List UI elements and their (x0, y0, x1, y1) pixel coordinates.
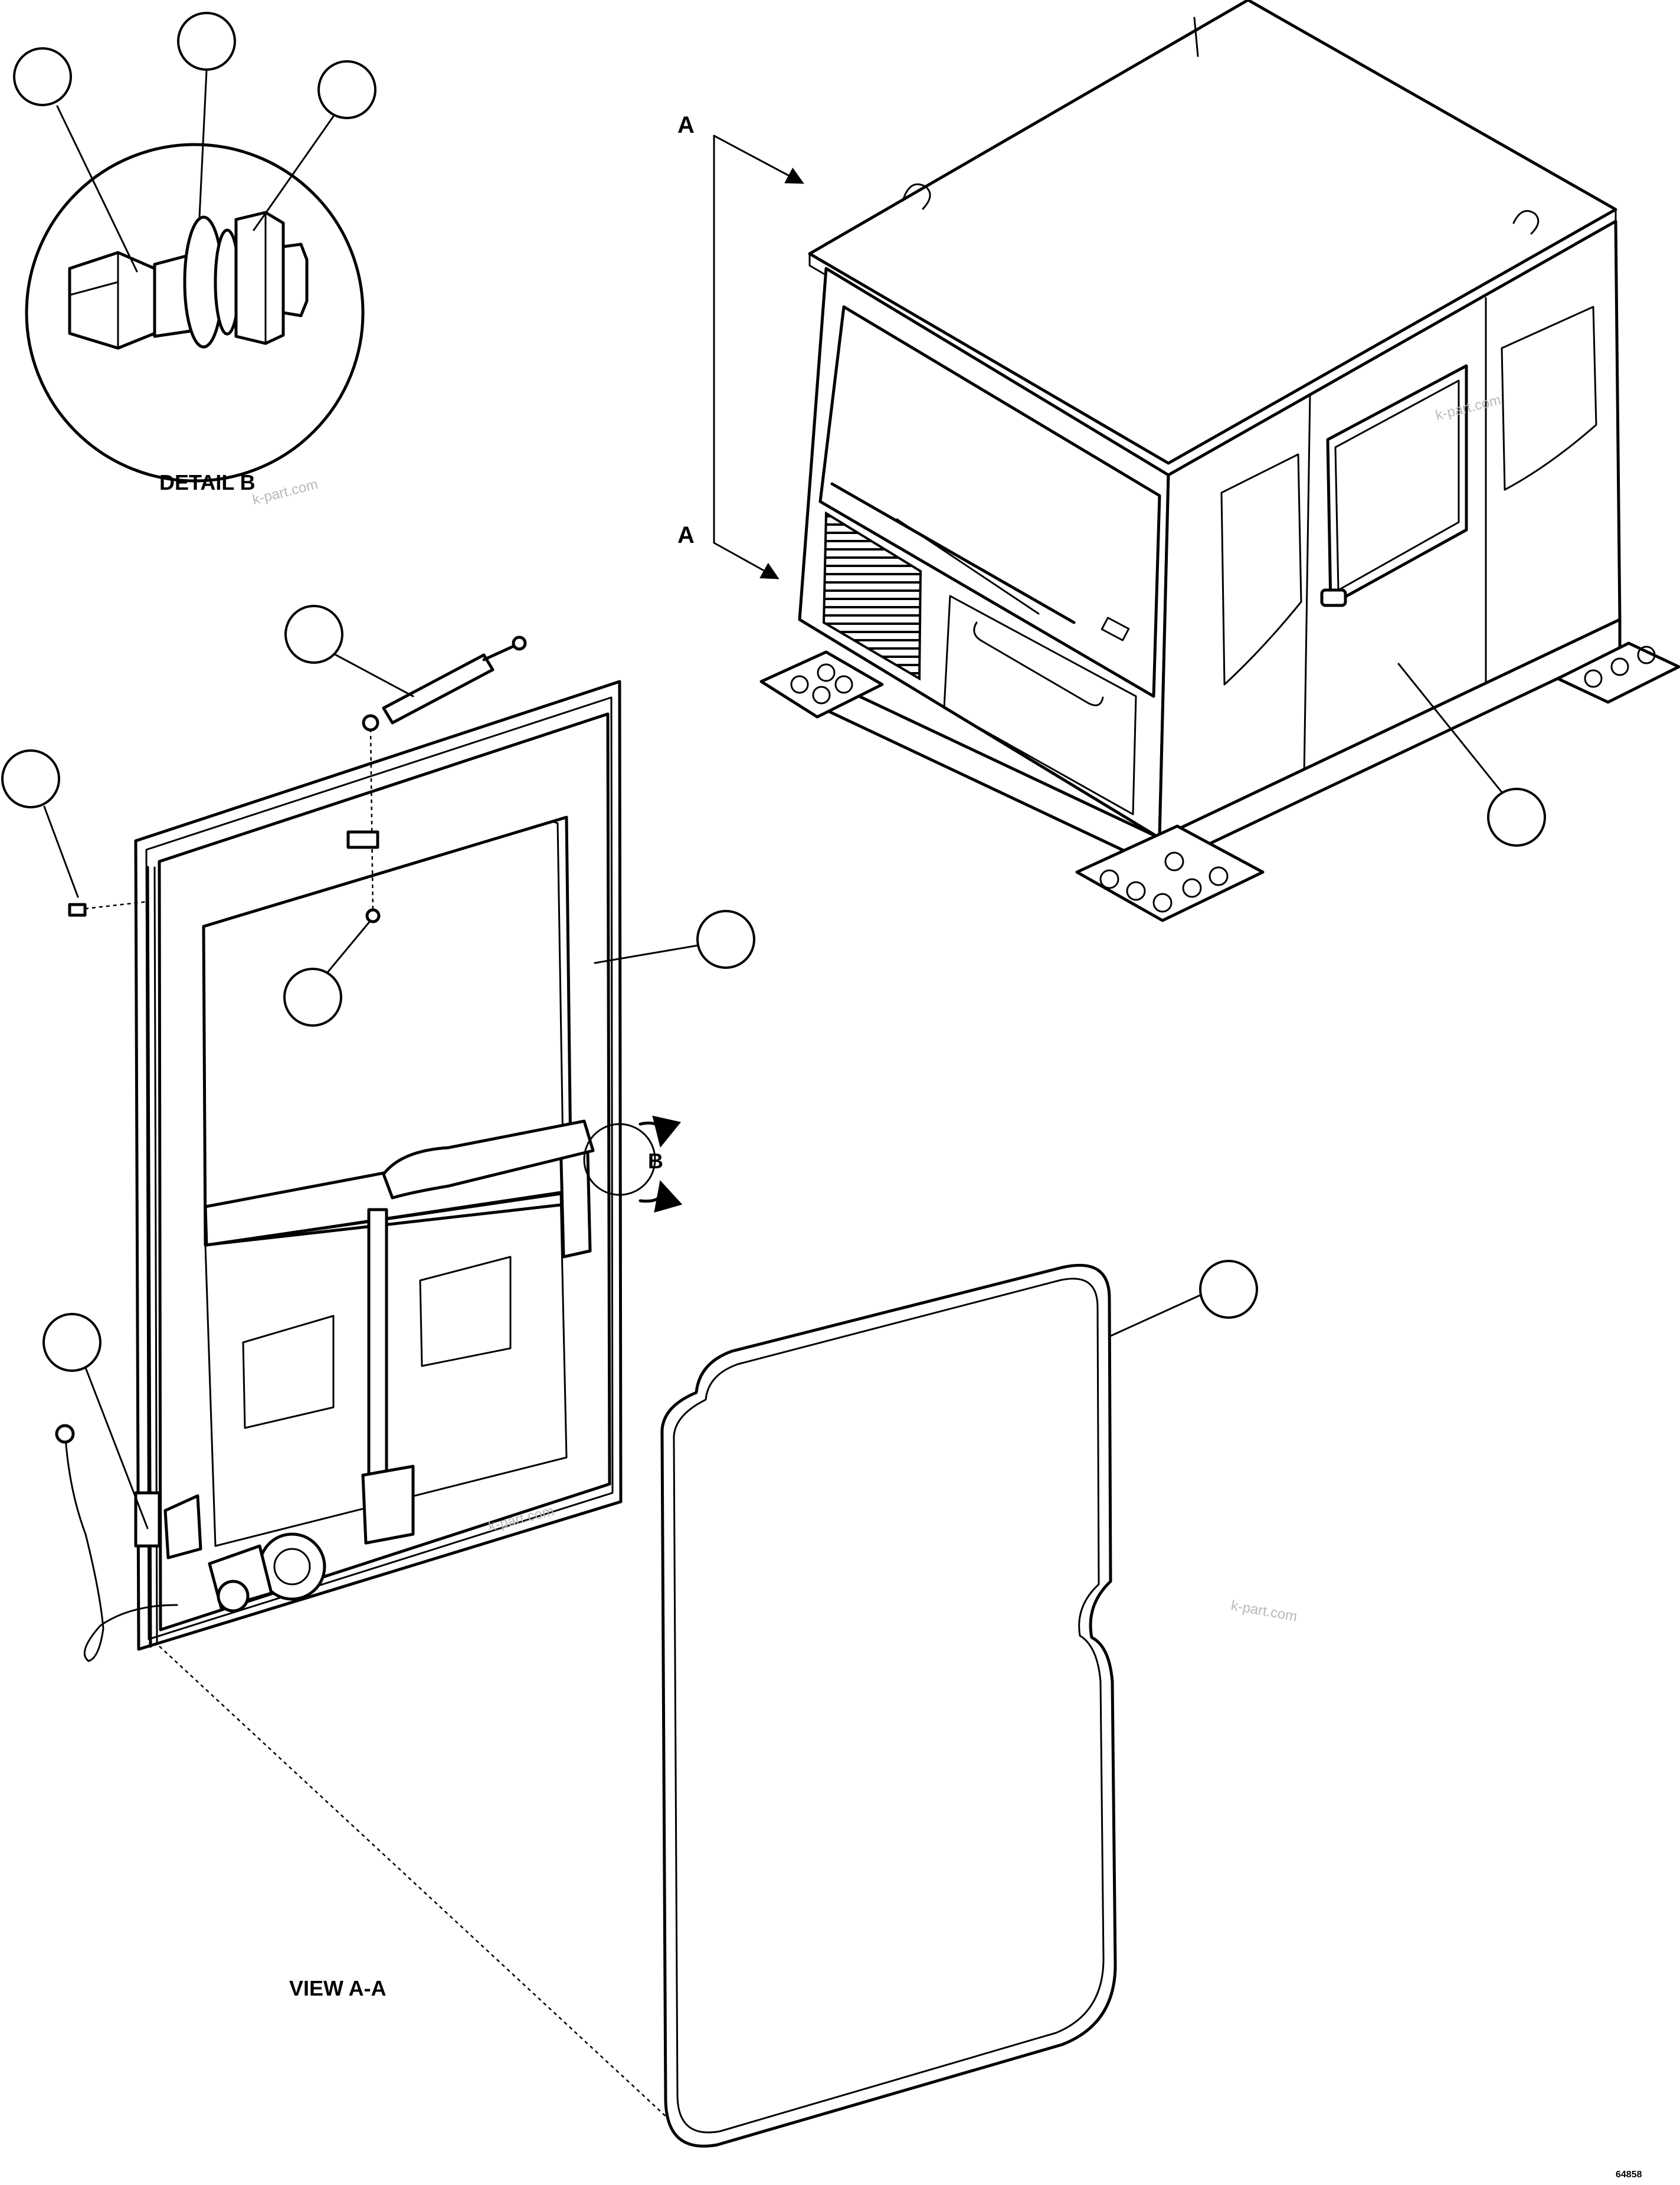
detail-b-circle (25, 143, 365, 483)
leader-bolt (56, 105, 138, 273)
item-balloon (1, 749, 60, 808)
leader-hinge (81, 1359, 149, 1529)
side-window-rear (1501, 306, 1597, 491)
watermark: k-part.com (1230, 1597, 1298, 1624)
inspection-plate (242, 1315, 335, 1429)
door-handle (1320, 588, 1347, 607)
leader-seal (1108, 1291, 1208, 1338)
door-lower-panel (204, 1191, 568, 1547)
seal-inner (673, 1277, 1105, 2134)
item-balloon (177, 12, 236, 71)
item-balloon (284, 605, 343, 664)
detail-b-callout-circle (583, 1123, 656, 1196)
hex-nut (234, 211, 285, 345)
door-handle-lever (382, 1119, 595, 1200)
item-balloon (696, 910, 755, 969)
front-lower-panel (943, 595, 1137, 815)
door-window (1326, 364, 1468, 607)
item-balloon (13, 47, 72, 106)
mounting-pad (759, 650, 884, 719)
leader-pin (320, 919, 372, 981)
mounting-pad (1556, 641, 1680, 704)
window-motor (208, 1532, 326, 1613)
bolt-head (68, 251, 156, 350)
drawing-number: 64858 (1616, 2170, 1642, 2180)
screw (68, 903, 87, 917)
ring-terminal (55, 1424, 75, 1444)
seal-outer (660, 1263, 1117, 2148)
leader-gas-spring (329, 651, 414, 697)
mounting-pad (1075, 824, 1265, 922)
leader-washer (198, 70, 208, 218)
door-jamb (1303, 394, 1311, 777)
bolt-thread-end (281, 243, 309, 317)
leader-cab-door (1397, 663, 1509, 801)
regulator-bracket (361, 1465, 415, 1545)
window-lift-rail (367, 1208, 388, 1495)
ground-strap (64, 1427, 178, 1662)
cab-assembly: A A (677, 0, 1680, 922)
detail-b-label: DETAIL B (159, 470, 256, 494)
leader-screw (43, 805, 79, 898)
watermark: k-part.com (251, 476, 320, 508)
view-aa-label: VIEW A-A (289, 1976, 387, 2000)
front-grille (822, 511, 922, 681)
item-balloon (283, 968, 342, 1027)
item-balloon (1199, 1260, 1258, 1319)
item-balloon (1487, 788, 1546, 847)
section-arrow (713, 542, 780, 579)
cab-windshield (818, 305, 1161, 698)
door-hinge (134, 866, 202, 1648)
detail-callout-label: B (648, 1149, 663, 1173)
section-arrow-label: A (677, 112, 695, 138)
gas-spring (346, 635, 527, 923)
door-assembly-view: B VIEW A-A (1, 605, 755, 2000)
leader-nut (253, 111, 338, 231)
item-balloon (42, 1313, 101, 1372)
item-balloon (317, 60, 376, 119)
wiper-arm (830, 482, 1076, 624)
inspection-plate (419, 1256, 512, 1367)
section-arrow-label: A (677, 522, 695, 548)
detail-b-view: DETAIL B (13, 12, 376, 494)
assembly-relation-line (159, 1646, 669, 2119)
section-arrow (713, 135, 804, 184)
side-window-left (1220, 453, 1302, 686)
window-seal (660, 1260, 1258, 2148)
